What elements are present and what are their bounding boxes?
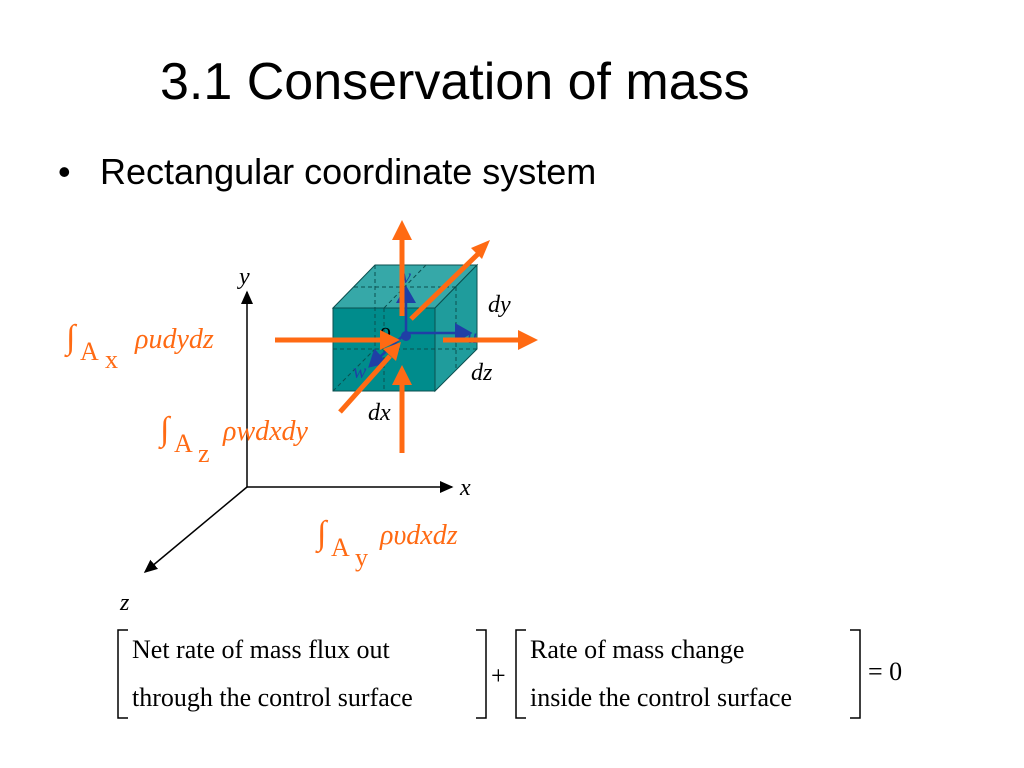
plus-sign: + (491, 661, 506, 690)
integral-sign-y: ∫ (315, 515, 329, 554)
area-symbol-z: A (174, 429, 193, 458)
area-subscript-y: y (355, 543, 368, 572)
z-outflow-arrow (409, 252, 480, 321)
z-outflow-arrowhead (471, 240, 490, 259)
slide-title: 3.1 Conservation of mass (160, 53, 750, 111)
integral-sign-x: ∫ (64, 319, 78, 358)
flux-label-x: ∫ A x ρudydz (64, 319, 214, 374)
dz-label: dz (471, 360, 493, 386)
bullet-dot: • (58, 151, 71, 192)
bracket-left-2 (515, 629, 526, 719)
conservation-equation: Net rate of mass flux out through the co… (117, 629, 902, 719)
v-label: v (402, 266, 411, 288)
area-symbol-y: A (331, 533, 350, 562)
origin-label: o (380, 318, 391, 343)
control-volume-cube (331, 263, 479, 393)
y-inflow-arrowhead (392, 365, 412, 385)
flux-label-y: ∫ A y ρυdxdz (315, 515, 458, 572)
x-outflow-arrowhead (518, 330, 538, 350)
box2-line1: Rate of mass change (530, 635, 744, 664)
z-axis-label: z (119, 590, 130, 616)
y-axis-label: y (237, 264, 250, 290)
box2-line2: inside the control surface (530, 683, 792, 712)
flux-expression-z: ρwdxdy (222, 416, 309, 447)
bracket-right-1 (476, 629, 487, 719)
z-inflow-arrow (338, 354, 392, 414)
flux-expression-y: ρυdxdz (379, 520, 458, 551)
flux-expression-x: ρudydz (134, 324, 214, 355)
flux-arrows (275, 220, 538, 453)
coordinate-axes: y x z (119, 264, 471, 616)
bracket-right-2 (850, 629, 861, 719)
bullet-text: Rectangular coordinate system (100, 151, 597, 192)
x-inflow-arrowhead (380, 330, 400, 350)
box1-line1: Net rate of mass flux out (132, 635, 391, 664)
equals-zero: = 0 (868, 657, 902, 686)
w-label: w (353, 361, 367, 383)
dy-label: dy (488, 292, 511, 318)
u-label: u (467, 326, 477, 348)
y-outflow-arrowhead (392, 220, 412, 240)
area-subscript-x: x (105, 345, 118, 374)
area-subscript-z: z (198, 439, 210, 468)
flux-label-z: ∫ A z ρwdxdy (158, 411, 309, 468)
z-inflow-arrowhead (383, 342, 401, 361)
integral-sign-z: ∫ (158, 411, 172, 450)
z-axis (143, 486, 248, 573)
area-symbol-x: A (80, 337, 99, 366)
bracket-left-1 (117, 629, 128, 719)
origin-point (401, 331, 411, 341)
box1-line2: through the control surface (132, 683, 413, 712)
dx-label: dx (368, 400, 391, 426)
x-axis-label: x (459, 475, 471, 501)
